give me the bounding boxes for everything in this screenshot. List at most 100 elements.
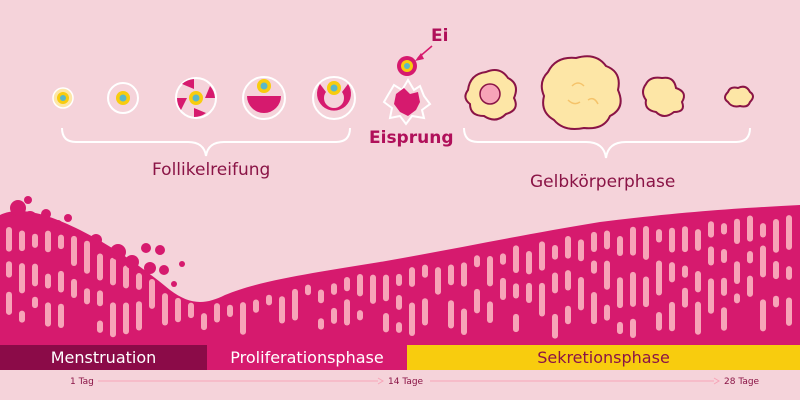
gland-mark [84,288,90,305]
gland-mark [45,302,51,327]
follikelreifung-brace [61,127,351,157]
gland-mark [747,275,753,297]
gland-mark [227,304,233,318]
gland-mark [409,267,415,287]
gland-mark [500,253,506,265]
gland-mark [513,283,519,299]
gland-mark [318,289,324,304]
gland-mark [71,235,77,266]
gland-mark [97,320,103,333]
gland-mark [58,234,64,250]
gland-mark [591,291,597,325]
gland-mark [409,302,415,337]
gland-mark [58,270,64,293]
gland-mark [32,233,38,248]
gland-mark [565,235,571,259]
gland-mark [240,302,246,335]
gland-mark [279,296,285,324]
follicle-stage-1 [52,87,74,109]
gland-mark [474,255,480,268]
proliferation-label: Proliferationsphase [230,348,384,367]
gland-mark [643,225,649,260]
gland-mark [734,293,740,304]
gland-mark [448,264,454,286]
gland-mark [71,278,77,298]
follicle-stage-4 [242,76,286,120]
gland-mark [565,305,571,325]
gland-mark [552,272,558,294]
gland-mark [734,261,740,285]
day-1-label: 1 Tag [70,377,94,387]
gland-mark [630,318,636,338]
gland-mark [253,299,259,313]
gland-mark [292,288,298,321]
gland-mark [721,248,727,264]
gland-mark [617,321,623,335]
sekretion-phase-bar: Sekretionsphase [407,345,800,370]
gland-mark [188,302,194,319]
gland-mark [396,273,402,287]
gland-mark [747,251,753,264]
gland-mark [513,245,519,273]
gland-mark [110,257,116,286]
gland-mark [565,270,571,291]
gland-mark [32,296,38,309]
gland-mark [422,264,428,278]
endometrium-glands [6,215,792,339]
day-14-label: 14 Tage [388,377,424,387]
gland-mark [6,291,12,315]
gelbkoerperphase-brace [463,127,751,159]
gland-mark [97,290,103,307]
gland-mark [786,266,792,280]
gland-mark [695,229,701,251]
gland-mark [591,231,597,253]
gland-mark [149,278,155,309]
gland-mark [45,230,51,253]
gland-mark [58,303,64,328]
gland-mark [617,236,623,256]
gland-mark [32,263,38,287]
gland-mark [396,322,402,333]
gland-mark [721,223,727,235]
gland-mark [656,311,662,331]
gland-mark [474,288,480,314]
gland-mark [357,273,363,297]
gland-mark [162,293,168,326]
gland-mark [448,300,454,329]
egg-cell [397,56,417,76]
gland-mark [318,318,324,330]
gland-mark [773,261,779,280]
gland-mark [344,299,350,326]
gland-mark [604,230,610,250]
gland-mark [201,313,207,331]
gland-mark [669,301,675,332]
gland-mark [578,277,584,311]
gland-mark [136,273,142,290]
gland-mark [539,282,545,317]
gland-mark [656,229,662,243]
gland-mark [331,307,337,324]
gland-mark [630,226,636,256]
gland-mark [110,302,116,338]
gland-mark [487,301,493,323]
gland-mark [708,246,714,266]
gland-mark [461,262,467,287]
gland-mark [773,295,779,308]
gland-mark [331,283,337,295]
gland-mark [305,284,311,296]
gland-mark [6,261,12,278]
gland-mark [84,240,90,274]
gland-mark [604,260,610,290]
ei-label: Ei [431,26,449,46]
gland-mark [578,239,584,262]
gland-mark [526,282,532,304]
gland-mark [513,313,519,333]
eisprung-label: Eisprung [369,128,454,148]
follicle-stage-5 [312,76,356,120]
gland-mark [734,218,740,245]
gland-mark [435,267,441,295]
gland-mark [526,251,532,275]
gland-mark [760,223,766,238]
gland-mark [487,256,493,287]
sekretion-label: Sekretionsphase [537,348,670,367]
